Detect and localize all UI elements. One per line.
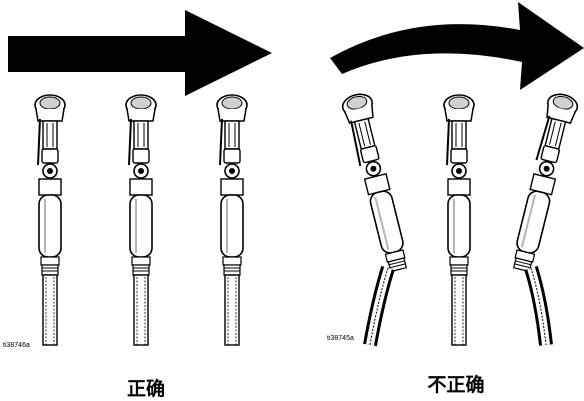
spray-gun-right-1 — [339, 90, 415, 275]
spray-gun-right-2 — [443, 94, 475, 346]
caption-incorrect: 不正确 — [427, 374, 485, 396]
spray-gun-right-3 — [505, 90, 581, 275]
curved-arrow-icon — [330, 2, 584, 90]
spray-gun-left-2 — [125, 94, 157, 346]
spray-gun-left-3 — [216, 94, 248, 346]
spray-gun-left-1 — [34, 94, 66, 346]
straight-arrow-icon — [8, 10, 272, 96]
caption-correct: 正确 — [126, 378, 165, 400]
figure-code-left: ti38746a — [3, 342, 30, 349]
figure-code-right: ti38745a — [327, 335, 354, 342]
